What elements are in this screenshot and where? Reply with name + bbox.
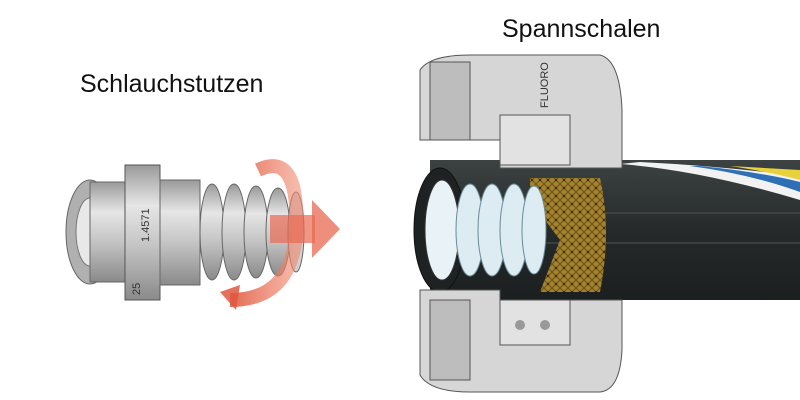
screw-in-arrow-icon	[220, 159, 340, 310]
clamp-shells-label: Spannschalen	[502, 15, 661, 43]
clamp-shell-bottom	[419, 289, 623, 393]
inner-tube	[455, 183, 547, 277]
clamp-shell-top	[419, 54, 623, 169]
hose-tail-label: Schlauchstutzen	[80, 70, 264, 98]
hose	[413, 160, 800, 300]
material-marking: 1.4571	[140, 208, 152, 242]
size-marking: 25	[131, 283, 143, 295]
brand-marking: FLUORO	[539, 62, 551, 108]
hose-tail-fitting	[65, 164, 305, 301]
